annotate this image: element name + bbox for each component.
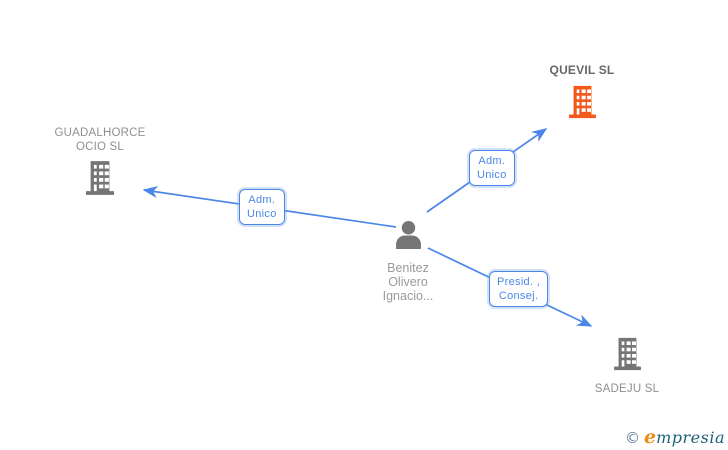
edge-label-line: Unico: [477, 169, 507, 181]
company-label: QUEVIL SL: [549, 63, 615, 77]
empresia-watermark: © e mpresia: [625, 426, 725, 448]
person-name-line: Olivero: [388, 275, 428, 289]
edge-label-presid-consej: Presid. , Consej.: [489, 271, 549, 307]
building-icon[interactable]: [85, 160, 115, 196]
empresia-logo-text: mpresia: [656, 428, 725, 447]
edge-label-adm-unico-left: Adm. Unico: [239, 189, 285, 225]
person-name-line: Ignacio...: [382, 289, 434, 303]
person-icon[interactable]: [395, 221, 422, 249]
company-label-line: OCIO SL: [75, 141, 125, 153]
company-label: SADEJU SL: [594, 383, 660, 395]
edge-label-line: Unico: [247, 208, 277, 220]
person-node[interactable]: Benitez Olivero Ignacio...: [338, 221, 478, 303]
company-node-guadalhorce[interactable]: GUADALHORCE OCIO SL: [30, 126, 170, 201]
edge-label-line: Adm.: [248, 194, 276, 206]
edge-label-line: Consej.: [498, 290, 539, 302]
building-icon[interactable]: [613, 337, 642, 371]
edge-label-line: Presid. ,: [497, 276, 541, 288]
edge-label-adm-unico-right: Adm. Unico: [469, 150, 515, 186]
company-label: GUADALHORCE OCIO SL: [30, 126, 170, 154]
person-name: Benitez Olivero Ignacio...: [338, 261, 478, 303]
person-name-line: Benitez: [387, 261, 429, 275]
copyright-icon: ©: [625, 429, 640, 447]
empresia-logo-initial: e: [644, 426, 657, 448]
building-icon-highlight[interactable]: [568, 85, 597, 119]
edge-label-line: Adm.: [478, 155, 506, 167]
company-node-quevil[interactable]: QUEVIL SL: [512, 63, 652, 124]
company-label-line: GUADALHORCE: [54, 127, 146, 139]
company-node-sadeju[interactable]: SADEJU SL: [557, 337, 697, 396]
